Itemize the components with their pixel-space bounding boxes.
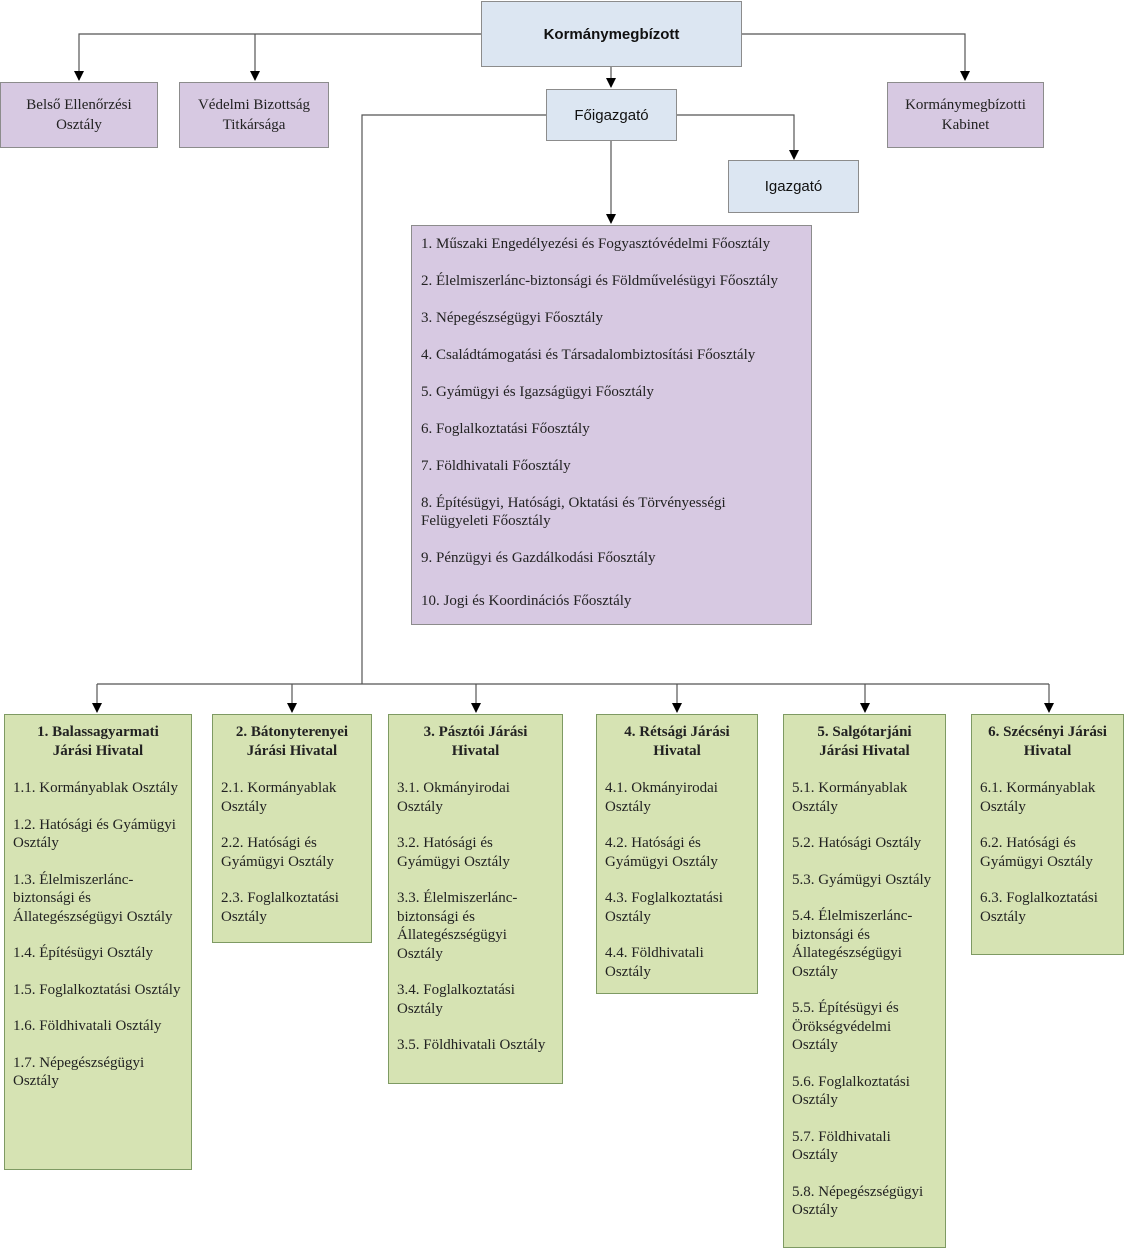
district-office-6: 6. Szécsényi Járási Hivatal 6.1. Kormány… xyxy=(971,714,1124,955)
district-section-item: 5.7. Földhivatali Osztály xyxy=(792,1128,891,1164)
main-department-item: 6. Foglalkoztatási Főosztály xyxy=(421,421,590,437)
director-general-title: Főigazgató xyxy=(574,106,649,124)
government-commissioner-title: Kormánymegbízott xyxy=(543,25,680,43)
district-section-item: 3.2. Hatósági és Gyámügyi Osztály xyxy=(397,835,510,870)
district-section-item: 2.3. Foglalkoztatási Osztály xyxy=(221,890,339,925)
district-title-line2: Hivatal xyxy=(1023,743,1072,759)
district-section-item: 3.3. Élelmiszerlánc-biztonsági és Állate… xyxy=(397,890,518,962)
district-title-line2: Járási Hivatal xyxy=(246,743,338,759)
government-commissioner-box: Kormánymegbízott xyxy=(481,1,742,67)
main-department-item: 8. Építésügyi, Hatósági, Oktatási és Tör… xyxy=(421,495,726,529)
district-title-line2: Járási Hivatal xyxy=(52,743,144,759)
main-department-item: 2. Élelmiszerlánc-biztonsági és Földműve… xyxy=(421,273,779,289)
main-departments-box: 1. Műszaki Engedélyezési és Fogyasztóvéd… xyxy=(411,225,812,625)
director-box: Igazgató xyxy=(728,160,859,213)
district-office-title: 4. Rétsági Járási Hivatal xyxy=(597,715,757,761)
district-office-title: 1. Balassagyarmati Járási Hivatal xyxy=(5,715,191,761)
district-section-item: 3.4. Foglalkoztatási Osztály xyxy=(397,982,515,1017)
internal-audit-box: Belső Ellenőrzési Osztály xyxy=(0,82,158,148)
main-department-item: 4. Családtámogatási és Társadalombiztosí… xyxy=(421,347,756,363)
district-section-item: 3.5. Földhivatali Osztály xyxy=(397,1037,546,1053)
director-title: Igazgató xyxy=(764,178,823,195)
connector-to-director xyxy=(676,114,799,160)
district-section-item: 3.1. Okmányirodai Osztály xyxy=(397,780,510,815)
district-office-title: 6. Szécsényi Járási Hivatal xyxy=(972,715,1123,761)
internal-audit-line1: Belső Ellenőrzési xyxy=(26,97,132,113)
connector-to-districts-trunk xyxy=(361,114,546,684)
defense-secretariat-line1: Védelmi Bizottság xyxy=(197,97,311,113)
district-section-item: 5.8. Népegészségügyi Osztály xyxy=(792,1183,924,1219)
main-department-item: 5. Gyámügyi és Igazságügyi Főosztály xyxy=(421,384,654,400)
district-section-item: 2.2. Hatósági és Gyámügyi Osztály xyxy=(221,835,334,870)
district-section-item: 5.3. Gyámügyi Osztály xyxy=(792,871,932,888)
defense-secretariat-line2: Titkársága xyxy=(222,117,286,133)
district-section-item: 5.5. Építésügyi és Örökségvédelmi Osztál… xyxy=(792,1000,899,1053)
connector-to-internal-audit xyxy=(74,33,482,81)
district-section-item: 4.1. Okmányirodai Osztály xyxy=(605,780,718,815)
district-section-item: 4.3. Foglalkoztatási Osztály xyxy=(605,890,723,925)
district-office-5: 5. Salgótarjáni Járási Hivatal 5.1. Korm… xyxy=(783,714,946,1248)
district-section-item: 2.1. Kormányablak Osztály xyxy=(221,780,337,815)
internal-audit-line2: Osztály xyxy=(56,117,102,133)
district-title-line1: 4. Rétsági Járási xyxy=(624,724,730,740)
main-department-item: 7. Földhivatali Főosztály xyxy=(421,458,571,474)
district-office-sections: 5.1. Kormányablak Osztály 5.2. Hatósági … xyxy=(784,779,945,1220)
district-office-sections: 4.1. Okmányirodai Osztály 4.2. Hatósági … xyxy=(597,779,757,981)
district-section-item: 5.2. Hatósági Osztály xyxy=(792,835,922,851)
main-department-item: 1. Műszaki Engedélyezési és Fogyasztóvéd… xyxy=(421,236,771,252)
main-department-item: 3. Népegészségügyi Főosztály xyxy=(421,310,604,326)
district-section-item: 6.3. Foglalkoztatási Osztály xyxy=(980,890,1098,925)
district-office-sections: 2.1. Kormányablak Osztály 2.2. Hatósági … xyxy=(213,779,371,926)
defense-secretariat-box: Védelmi Bizottság Titkársága xyxy=(179,82,329,148)
district-section-item: 4.4. Földhivatali Osztály xyxy=(605,945,704,980)
district-office-sections: 6.1. Kormányablak Osztály 6.2. Hatósági … xyxy=(972,779,1123,926)
district-title-line1: 6. Szécsényi Járási xyxy=(988,724,1107,740)
district-title-line1: 2. Bátonyterenyei xyxy=(235,724,349,740)
district-section-item: 5.4. Élelmiszerlánc-biztonsági és Állate… xyxy=(792,908,913,980)
district-section-item: 1.4. Építésügyi Osztály xyxy=(13,945,153,961)
district-section-item: 1.7. Népegészségügyi Osztály xyxy=(13,1054,145,1090)
district-title-line2: Járási Hivatal xyxy=(819,743,910,759)
district-office-1: 1. Balassagyarmati Járási Hivatal 1.1. K… xyxy=(4,714,192,1170)
cabinet-line2: Kabinet xyxy=(941,117,990,133)
district-office-sections: 3.1. Okmányirodai Osztály 3.2. Hatósági … xyxy=(389,779,562,1055)
cabinet-line1: Kormánymegbízotti xyxy=(905,97,1026,113)
district-section-item: 1.5. Foglalkoztatási Osztály xyxy=(13,981,181,998)
main-department-item: 9. Pénzügyi és Gazdálkodási Főosztály xyxy=(421,550,656,566)
district-title-line1: 1. Balassagyarmati xyxy=(37,724,159,740)
district-section-item: 6.1. Kormányablak Osztály xyxy=(980,780,1096,815)
district-office-title: 3. Pásztói Járási Hivatal xyxy=(389,715,562,761)
district-title-line2: Hivatal xyxy=(451,743,500,759)
district-section-item: 4.2. Hatósági és Gyámügyi Osztály xyxy=(605,835,718,870)
connector-to-cabinet xyxy=(741,33,970,81)
district-office-4: 4. Rétsági Járási Hivatal 4.1. Okmányiro… xyxy=(596,714,758,994)
district-section-item: 1.6. Földhivatali Osztály xyxy=(13,1018,162,1034)
cabinet-box: Kormánymegbízotti Kabinet xyxy=(887,82,1044,148)
district-section-item: 6.2. Hatósági és Gyámügyi Osztály xyxy=(980,835,1093,870)
district-title-line1: 3. Pásztói Járási xyxy=(423,724,528,740)
district-office-2: 2. Bátonyterenyei Járási Hivatal 2.1. Ko… xyxy=(212,714,372,943)
district-title-line1: 5. Salgótarjáni xyxy=(817,724,912,740)
district-title-line2: Hivatal xyxy=(653,743,701,759)
district-section-item: 5.6. Foglalkoztatási Osztály xyxy=(792,1073,910,1109)
district-office-title: 2. Bátonyterenyei Járási Hivatal xyxy=(213,715,371,761)
district-section-item: 1.2. Hatósági és Gyámügyi Osztály xyxy=(13,816,176,852)
district-office-title: 5. Salgótarjáni Járási Hivatal xyxy=(784,715,945,761)
main-department-item: 10. Jogi és Koordinációs Főosztály xyxy=(421,593,632,609)
district-section-item: 1.1. Kormányablak Osztály xyxy=(13,780,178,796)
district-office-sections: 1.1. Kormányablak Osztály 1.2. Hatósági … xyxy=(5,779,191,1091)
district-office-3: 3. Pásztói Járási Hivatal 3.1. Okmányiro… xyxy=(388,714,563,1084)
district-section-item: 1.3. Élelmiszerlánc-biztonsági és Állate… xyxy=(13,871,173,925)
director-general-box: Főigazgató xyxy=(546,89,677,141)
district-section-item: 5.1. Kormányablak Osztály xyxy=(792,780,908,815)
